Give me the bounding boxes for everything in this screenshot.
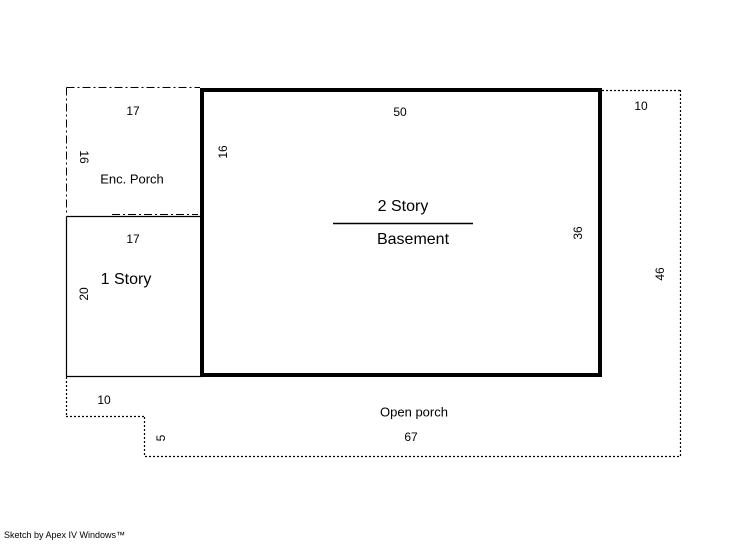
dim-main-height-right: 36 <box>571 226 585 240</box>
dim-one-story-height: 20 <box>77 287 91 301</box>
one-story-label: 1 Story <box>100 271 152 288</box>
one-story-outline <box>65 215 202 378</box>
dim-open-porch-step-width: 10 <box>97 393 111 407</box>
main-building-label-top: 2 Story <box>377 198 429 215</box>
dim-open-porch-strip-height: 46 <box>653 267 667 281</box>
dim-enc-porch-width: 17 <box>126 104 140 118</box>
dim-open-porch-width: 67 <box>404 430 418 444</box>
enc-porch-outline <box>66 87 200 215</box>
enc-porch-label: Enc. Porch <box>100 171 164 187</box>
main-building-label-bottom: Basement <box>376 231 450 248</box>
open-porch-outline <box>65 89 682 458</box>
open-porch-label: Open porch <box>380 404 448 420</box>
dim-main-height-left: 16 <box>216 145 230 159</box>
dim-one-story-width: 17 <box>126 232 140 246</box>
dim-open-porch-step-height: 5 <box>154 434 168 442</box>
dim-open-porch-strip-width: 10 <box>634 99 648 113</box>
dim-enc-porch-height: 16 <box>77 150 91 164</box>
sketch-credit-caption: Sketch by Apex IV Windows™ <box>4 530 126 540</box>
dim-main-width: 50 <box>393 105 407 119</box>
main-building-outline <box>200 88 602 377</box>
